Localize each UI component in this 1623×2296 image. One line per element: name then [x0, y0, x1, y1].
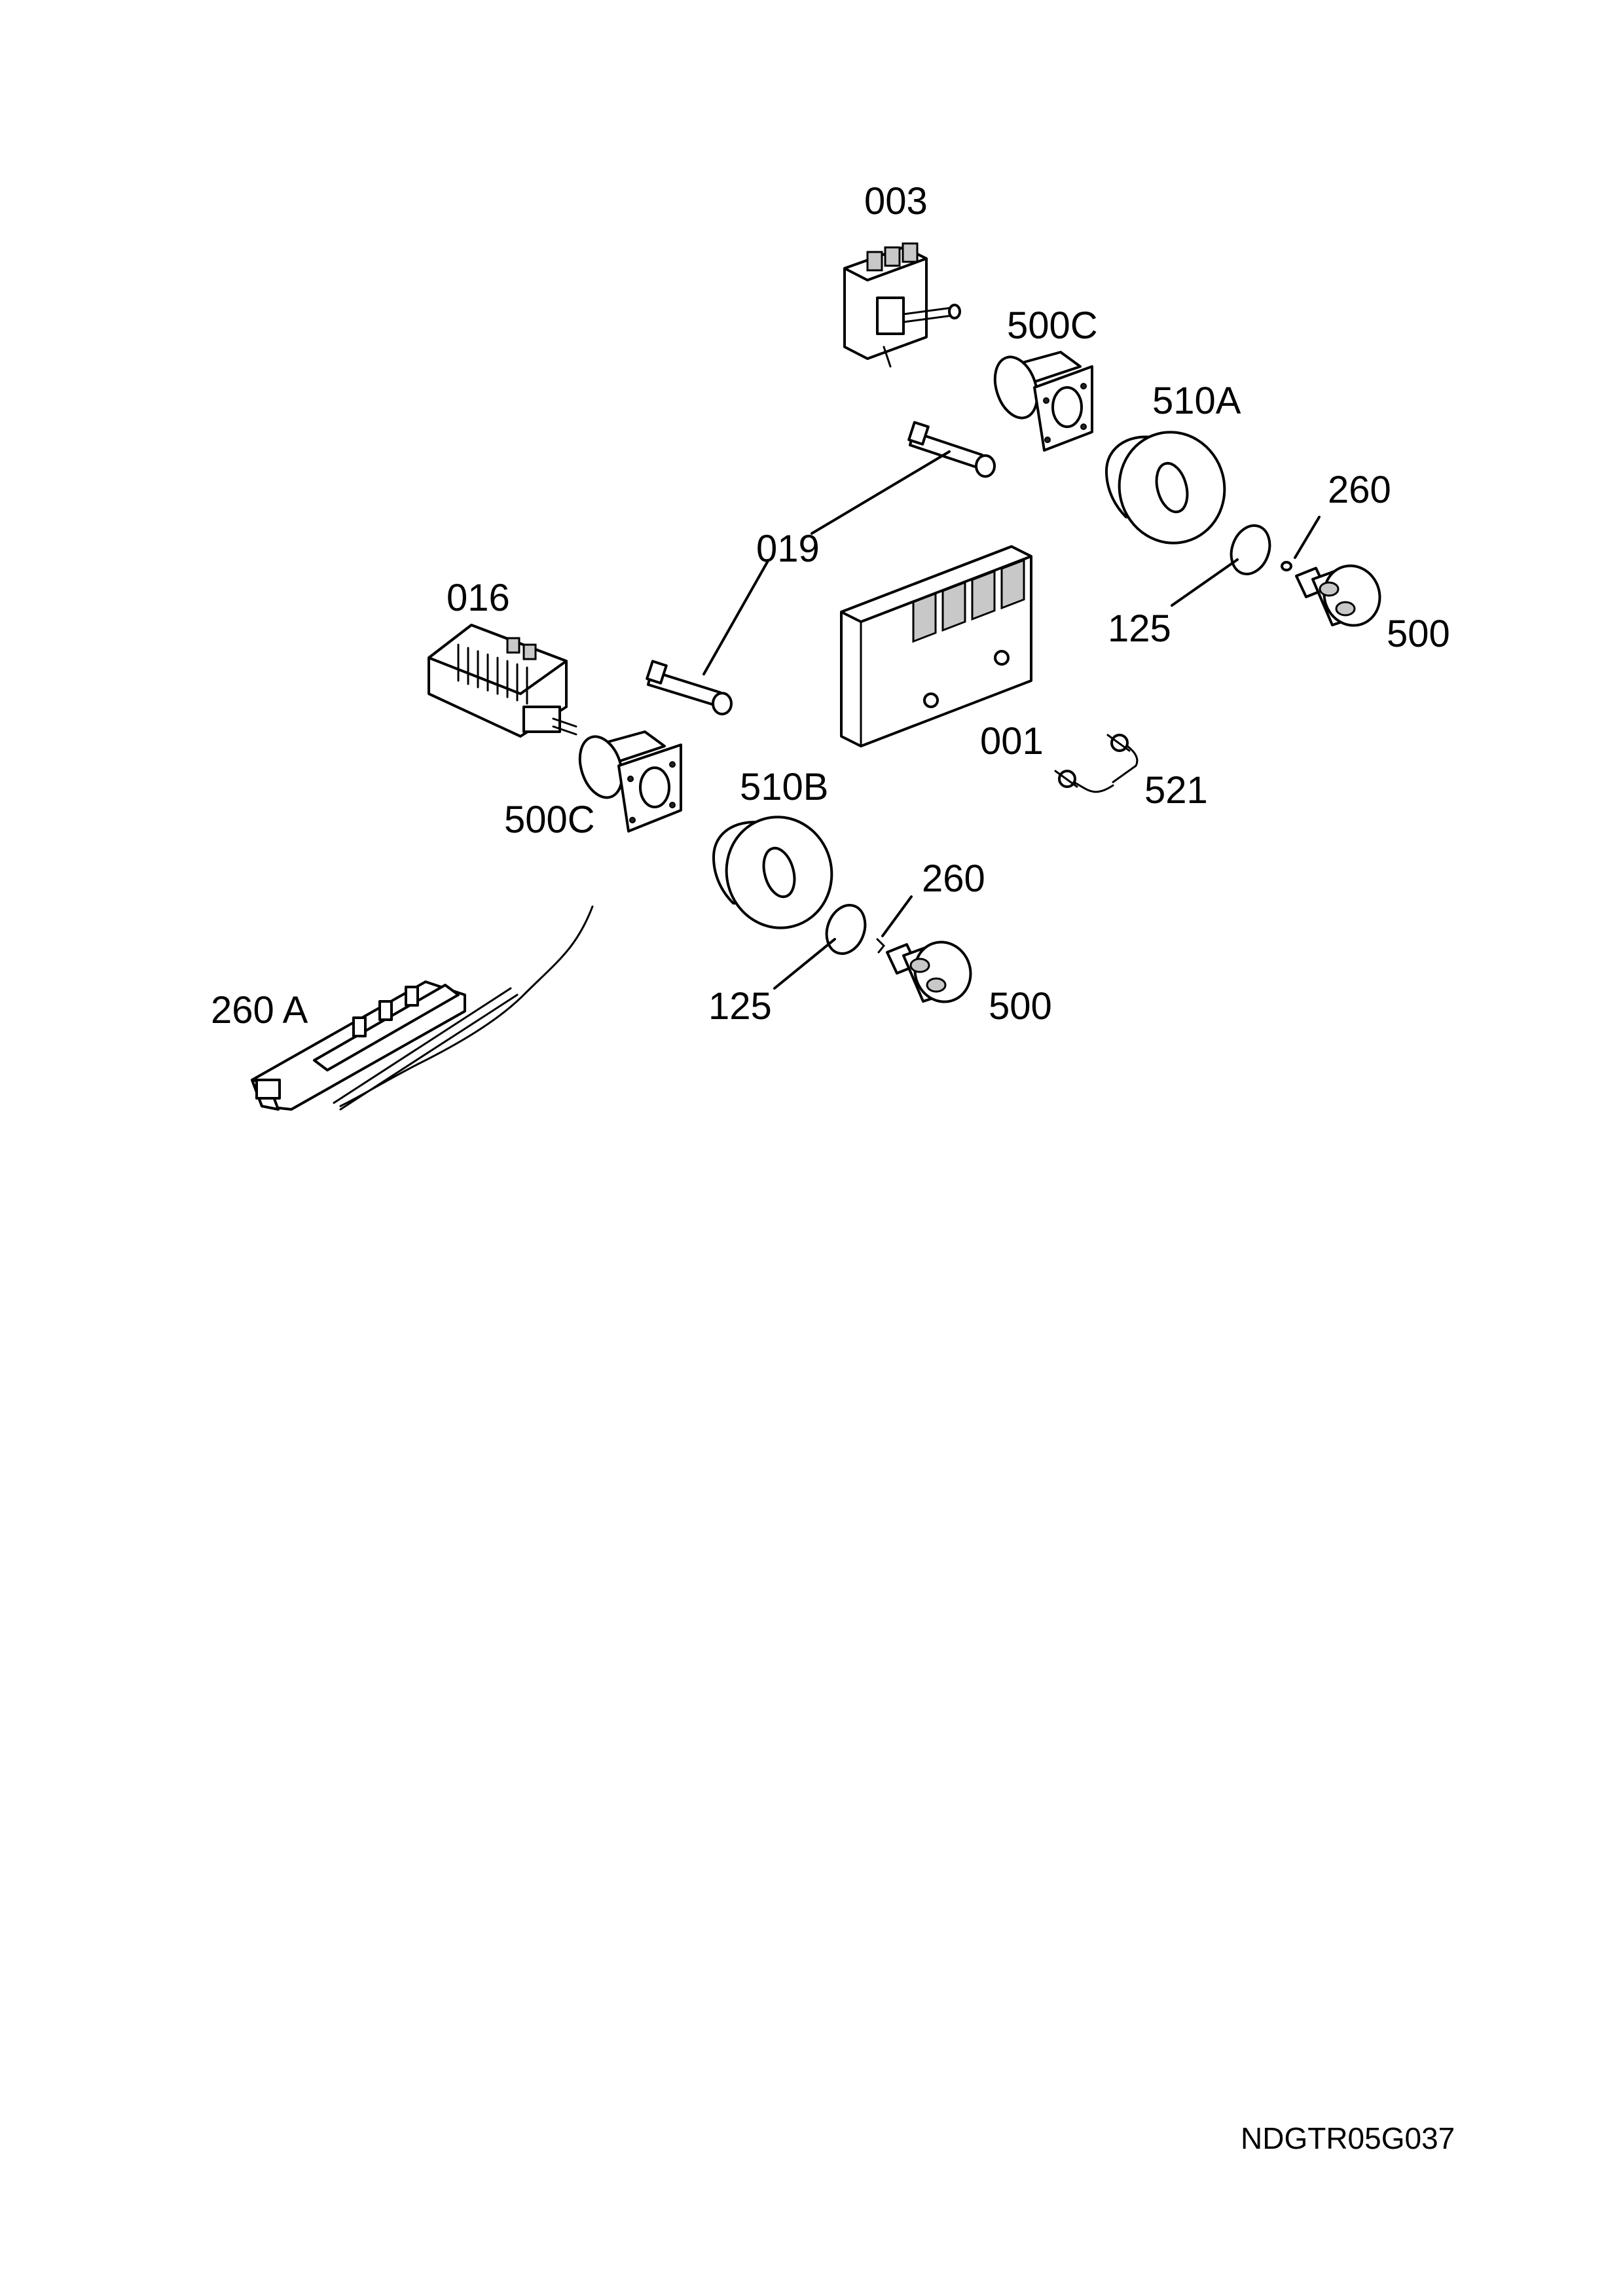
part-019-lower-shaft — [646, 660, 733, 715]
part-003-regulator — [843, 242, 961, 368]
leader-125-top — [1171, 558, 1239, 607]
part-125-top-ring — [1230, 524, 1271, 575]
part-labels: 003 500C 510A 260 019 016 125 500 001 52… — [211, 180, 1450, 1031]
part-500-bottom-knob — [886, 941, 972, 1003]
label-125-top: 125 — [1108, 607, 1171, 650]
label-500-top: 500 — [1387, 613, 1450, 655]
part-001-timer — [840, 545, 1032, 747]
part-260-mid-clip — [876, 938, 886, 954]
part-260a-bracket — [251, 905, 594, 1111]
label-510b: 510B — [740, 766, 828, 808]
timer-digit-display — [912, 558, 1025, 643]
part-500-top-knob — [1295, 564, 1381, 627]
label-500c-left: 500C — [504, 798, 595, 841]
part-016-switch — [428, 624, 577, 738]
drawing-code: NDGTR05G037 — [1241, 2121, 1455, 2155]
part-510b-cup — [712, 816, 833, 929]
part-019-upper-shaft — [907, 421, 996, 478]
part-125-bottom-ring — [825, 904, 867, 955]
leader-125-bottom — [773, 938, 836, 990]
label-016: 016 — [447, 577, 510, 619]
label-260a: 260 A — [211, 989, 308, 1031]
label-019: 019 — [756, 528, 820, 570]
label-001: 001 — [980, 720, 1044, 762]
label-500-bottom: 500 — [989, 985, 1052, 1028]
part-500c-top-bush — [993, 351, 1093, 452]
part-500c-left-bush — [578, 730, 682, 833]
label-260-mid: 260 — [922, 857, 985, 900]
label-510a: 510A — [1152, 380, 1241, 422]
leader-260-top — [1294, 516, 1321, 559]
leader-lines — [702, 450, 1321, 990]
label-500c-top: 500C — [1007, 304, 1098, 347]
part-521-lamps — [1054, 734, 1139, 793]
part-260-top-clip — [1281, 561, 1292, 571]
label-260-top: 260 — [1328, 469, 1391, 511]
part-510a-cup — [1105, 431, 1226, 545]
label-125-bottom: 125 — [708, 985, 772, 1028]
leader-019-upper — [811, 450, 951, 535]
leader-019-lower — [702, 560, 769, 675]
leader-260-mid — [881, 895, 913, 937]
label-521: 521 — [1144, 769, 1208, 812]
label-003: 003 — [864, 180, 928, 223]
